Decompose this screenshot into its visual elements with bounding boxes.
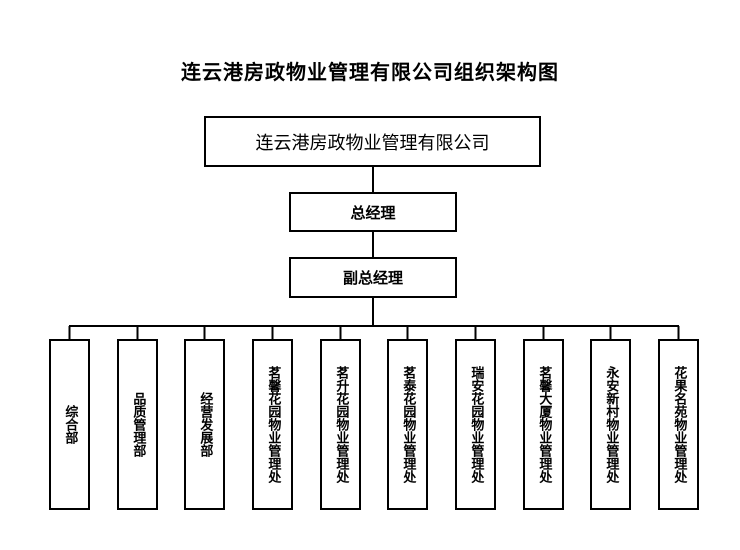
department-label-7: 茗馨大厦物业管理处 [536,366,552,483]
department-drop-lines [68,326,680,339]
department-label-5: 茗泰花园物业管理处 [400,366,416,483]
department-label-4: 茗升花园物业管理处 [333,366,349,483]
department-box-7: 茗馨大厦物业管理处 [523,339,564,510]
deputy-general-manager-label: 副总经理 [342,269,403,287]
department-box-5: 茗泰花园物业管理处 [387,339,428,510]
company-box: 连云港房政物业管理有限公司 [204,116,541,167]
chart-title: 连云港房政物业管理有限公司组织架构图 [181,60,559,84]
company-label: 连云港房政物业管理有限公司 [255,132,490,154]
deputy-general-manager-box: 副总经理 [289,257,457,298]
department-label-6: 瑞安花园物业管理处 [468,366,484,483]
department-label-3: 茗馨花园物业管理处 [265,366,281,483]
general-manager-label: 总经理 [350,203,396,222]
department-box-8: 永安新村物业管理处 [590,339,631,510]
department-label-9: 花果名苑物业管理处 [671,366,687,483]
general-manager-box: 总经理 [289,192,457,232]
department-box-2: 经营发展部 [184,339,225,510]
department-label-0: 综合部 [62,405,78,444]
department-box-3: 茗馨花园物业管理处 [252,339,293,510]
department-label-1: 品质管理部 [130,392,146,457]
department-box-1: 品质管理部 [117,339,158,510]
department-box-0: 综合部 [49,339,90,510]
department-box-9: 花果名苑物业管理处 [658,339,699,510]
department-label-2: 经营发展部 [197,392,213,457]
department-label-8: 永安新村物业管理处 [603,366,619,483]
department-box-6: 瑞安花园物业管理处 [455,339,496,510]
department-box-4: 茗升花园物业管理处 [320,339,361,510]
